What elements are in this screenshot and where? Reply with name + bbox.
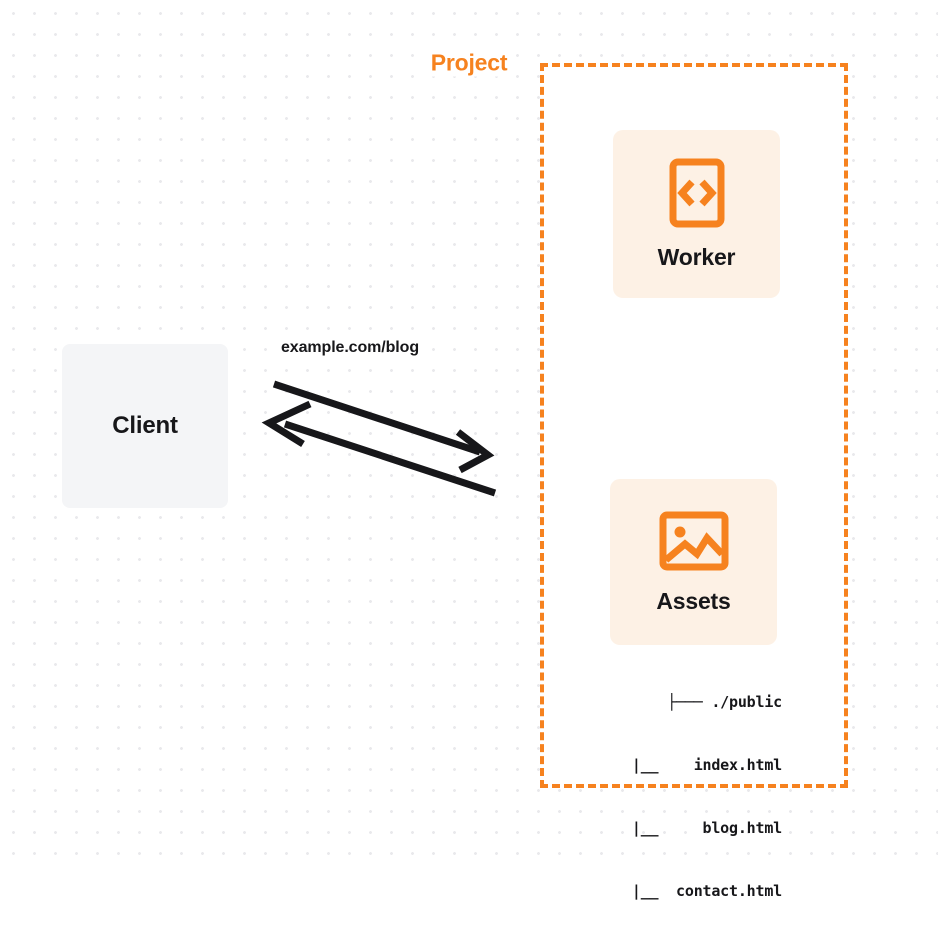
assets-node[interactable]: Assets	[610, 479, 777, 645]
file-tree-item: |__ blog.html	[631, 819, 782, 837]
file-tree-item: |__ contact.html	[631, 882, 782, 900]
response-arrow	[261, 400, 497, 497]
connection-url-label: example.com/blog	[281, 339, 419, 356]
request-arrow	[272, 380, 495, 474]
worker-node[interactable]: Worker	[613, 130, 780, 298]
code-brackets-icon	[669, 158, 724, 227]
client-node[interactable]: Client	[62, 344, 228, 508]
assets-label: Assets	[656, 587, 731, 614]
file-tree-root: ├─── ./public	[667, 693, 782, 711]
file-tree-item: |__ index.html	[631, 756, 782, 774]
assets-file-tree: ├─── ./public |__ index.html |__ blog.ht…	[560, 650, 782, 944]
worker-label: Worker	[657, 243, 736, 270]
project-title: Project	[423, 49, 515, 77]
image-picture-icon	[659, 511, 728, 570]
diagram-canvas: Client example.com/blog Project Worker	[0, 0, 938, 900]
client-label: Client	[112, 412, 178, 439]
